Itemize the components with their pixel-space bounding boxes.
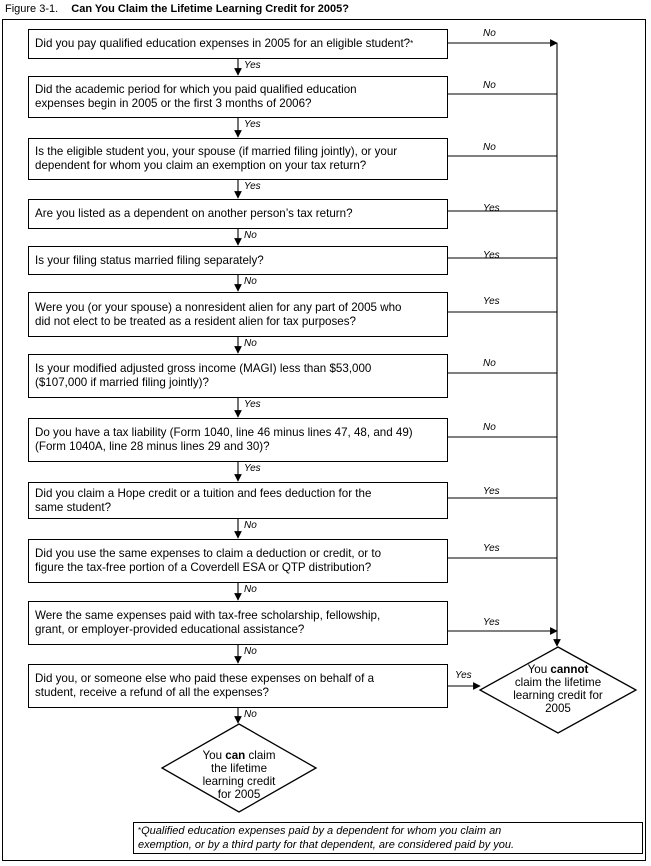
question-text: Were the same expenses paid with tax-fre… bbox=[35, 609, 381, 622]
question-text: figure the tax-free portion of a Coverde… bbox=[35, 561, 372, 574]
outcome-cannot-text: You cannot claim the lifetime learning c… bbox=[513, 663, 603, 715]
outcome-cannot-diamond bbox=[478, 646, 638, 734]
question-box: Is your filing status married filing sep… bbox=[28, 246, 448, 275]
branch-label-down: No bbox=[244, 230, 257, 241]
branch-label-right: Yes bbox=[483, 203, 500, 214]
question-text: Did you pay qualified education expenses… bbox=[35, 37, 414, 50]
branch-label-right: Yes bbox=[483, 296, 500, 307]
question-box: Do you have a tax liability (Form 1040, … bbox=[28, 418, 448, 462]
question-text: Is your modified adjusted gross income (… bbox=[35, 362, 372, 375]
question-box: Did you, or someone else who paid these … bbox=[28, 664, 448, 708]
figure-number: Figure 3-1. bbox=[5, 3, 59, 15]
question-box: Did you use the same expenses to claim a… bbox=[28, 539, 448, 583]
question-box: Did you pay qualified education expenses… bbox=[28, 29, 448, 59]
figure-title: Can You Claim the Lifetime Learning Cred… bbox=[71, 3, 349, 15]
question-text: Did you use the same expenses to claim a… bbox=[35, 547, 382, 560]
question-text: student, receive a refund of all the exp… bbox=[35, 686, 269, 699]
question-text: Are you listed as a dependent on another… bbox=[35, 207, 353, 220]
question-text: grant, or employer-provided educational … bbox=[35, 623, 305, 636]
branch-label-down: No bbox=[244, 584, 257, 595]
branch-label-down: No bbox=[244, 520, 257, 531]
question-box: Are you listed as a dependent on another… bbox=[28, 199, 448, 229]
branch-label-down: No bbox=[244, 338, 257, 349]
question-text: Were you (or your spouse) a nonresident … bbox=[35, 300, 402, 314]
question-text: same student? bbox=[35, 500, 112, 514]
footnote: *Qualified education expenses paid by a … bbox=[133, 822, 643, 854]
branch-label-right: No bbox=[483, 422, 496, 433]
branch-label-right: Yes bbox=[483, 486, 500, 497]
diagram-frame bbox=[2, 19, 646, 861]
branch-label-right: No bbox=[483, 358, 496, 369]
question-text: did not elect to be treated as a residen… bbox=[35, 314, 356, 328]
question-text: Did you claim a Hope credit or a tuition… bbox=[35, 486, 372, 500]
outcome-can-diamond bbox=[160, 723, 318, 813]
question-box: Were you (or your spouse) a nonresident … bbox=[28, 292, 448, 337]
question-text: dependent for whom you claim an exemptio… bbox=[35, 159, 367, 172]
branch-label-down: Yes bbox=[244, 119, 261, 130]
question-box: Did the academic period for which you pa… bbox=[28, 76, 448, 118]
question-text: Is the eligible student you, your spouse… bbox=[35, 145, 398, 158]
branch-label-right: Yes bbox=[483, 617, 500, 628]
question-text: Did the academic period for which you pa… bbox=[35, 83, 357, 96]
branch-label-down: Yes bbox=[244, 60, 261, 71]
outcome-can-text: You can claim the lifetime learning cred… bbox=[202, 749, 276, 801]
branch-label-down: Yes bbox=[244, 181, 261, 192]
branch-label-right: Yes bbox=[455, 670, 472, 681]
branch-label-right: Yes bbox=[483, 250, 500, 261]
question-text: (Form 1040A, line 28 minus lines 29 and … bbox=[35, 440, 270, 453]
question-box: Is your modified adjusted gross income (… bbox=[28, 354, 448, 398]
question-box: Did you claim a Hope credit or a tuition… bbox=[28, 482, 448, 519]
question-text: Did you, or someone else who paid these … bbox=[35, 672, 375, 685]
branch-label-down: No bbox=[244, 276, 257, 287]
question-text: ($107,000 if married filing jointly)? bbox=[35, 376, 209, 389]
question-box: Is the eligible student you, your spouse… bbox=[28, 138, 448, 180]
question-box: Were the same expenses paid with tax-fre… bbox=[28, 601, 448, 645]
figure-caption: Figure 3-1. Can You Claim the Lifetime L… bbox=[5, 3, 349, 15]
branch-label-down: Yes bbox=[244, 399, 261, 410]
branch-label-right: No bbox=[483, 142, 496, 153]
question-text: Is your filing status married filing sep… bbox=[35, 253, 264, 267]
branch-label-right: No bbox=[483, 28, 496, 39]
branch-label-right: No bbox=[483, 80, 496, 91]
question-text: Do you have a tax liability (Form 1040, … bbox=[35, 426, 413, 439]
question-text: expenses begin in 2005 or the first 3 mo… bbox=[35, 97, 312, 110]
branch-label-right: Yes bbox=[483, 543, 500, 554]
footnote-marker: * bbox=[410, 39, 414, 48]
branch-label-down: No bbox=[244, 709, 257, 720]
branch-label-down: Yes bbox=[244, 463, 261, 474]
branch-label-down: No bbox=[244, 646, 257, 657]
